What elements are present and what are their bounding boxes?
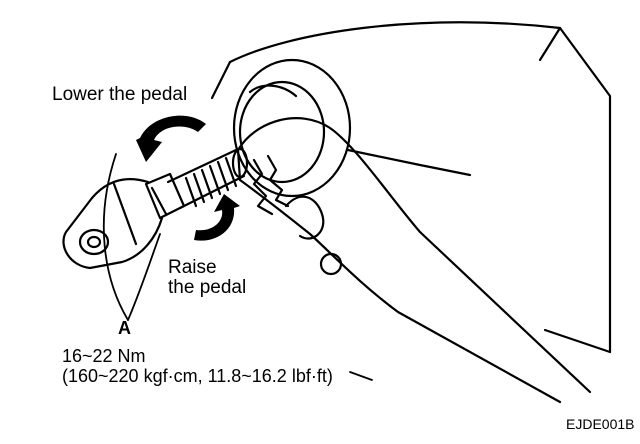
lower-pedal-label: Lower the pedal: [52, 84, 188, 105]
leader-lines: [102, 153, 373, 381]
pedal-housing: [210, 21, 612, 354]
callout-a-label: A: [118, 318, 131, 338]
bracket-boss: [232, 58, 352, 198]
lock-nut: [144, 172, 186, 220]
torque-spec-line1: 16~22 Nm: [62, 346, 146, 366]
raise-pedal-label-line1: Raise: [168, 257, 217, 278]
clevis: [62, 178, 164, 270]
torque-spec-line2: (160~220 kgf·cm, 11.8~16.2 lbf·ft): [62, 366, 333, 386]
rotation-arrow-icon: [136, 115, 206, 162]
pliers: [236, 117, 592, 404]
raise-pedal-label-line2: the pedal: [168, 277, 247, 298]
rotation-arrow-icon: [194, 194, 240, 241]
push-rod: [166, 147, 249, 210]
figure-code: EJDE001B: [566, 416, 635, 432]
